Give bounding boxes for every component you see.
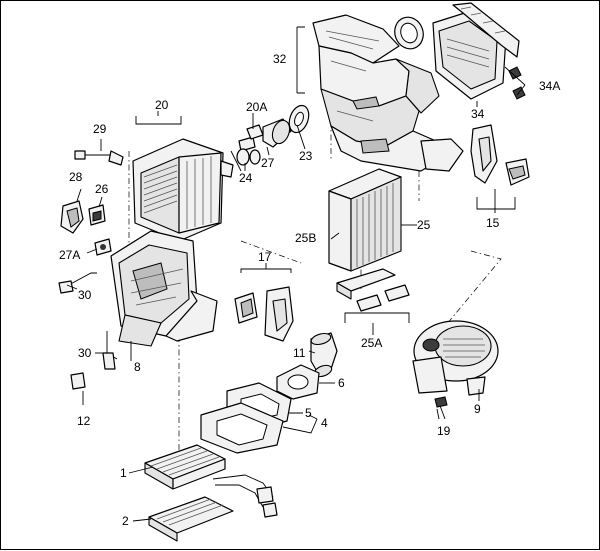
filter-element-2 <box>148 496 234 542</box>
actuator-parts-15 <box>470 124 530 186</box>
clip-12 <box>70 372 86 390</box>
label-15: 15 <box>486 216 500 230</box>
duct-parts-17 <box>234 286 294 342</box>
label-2: 2 <box>122 514 129 528</box>
label-17: 17 <box>258 250 272 264</box>
label-9: 9 <box>474 402 481 416</box>
label-27a: 27A <box>59 248 80 262</box>
label-5: 5 <box>305 406 312 420</box>
label-20: 20 <box>155 98 169 112</box>
label-30-lower: 30 <box>78 346 92 360</box>
blower-motor-9 <box>412 320 499 396</box>
heater-housing-8 <box>110 230 218 347</box>
label-12: 12 <box>77 414 91 428</box>
label-27: 27 <box>261 156 275 170</box>
label-1: 1 <box>120 466 127 480</box>
label-34a: 34A <box>539 79 560 93</box>
label-8: 8 <box>134 360 141 374</box>
screw-19 <box>434 396 448 420</box>
clips-34a <box>508 66 526 100</box>
label-25a: 25A <box>361 336 382 350</box>
label-25: 25 <box>417 218 431 232</box>
temperature-sender-29 <box>74 150 124 166</box>
sensor-30-lower <box>102 331 118 370</box>
gaskets-4-5 <box>200 382 292 454</box>
label-23: 23 <box>299 149 313 163</box>
label-4: 4 <box>321 416 328 430</box>
label-26: 26 <box>95 182 109 196</box>
housing-cover-34 <box>432 2 520 100</box>
seal-ring-top <box>394 16 424 50</box>
part-labels: 32 34 34A 20 20A 29 27 23 24 28 26 15 25… <box>59 52 560 528</box>
label-28: 28 <box>69 170 83 184</box>
label-19: 19 <box>437 424 451 438</box>
label-32: 32 <box>273 52 287 66</box>
pipe-fittings <box>236 104 310 166</box>
label-30-upper: 30 <box>78 288 92 302</box>
label-29: 29 <box>93 122 107 136</box>
dust-pollen-filter-25 <box>328 168 402 272</box>
label-11: 11 <box>293 346 306 360</box>
leader-lines <box>66 26 526 522</box>
seal-6 <box>276 364 320 400</box>
bracket-parts <box>58 200 112 294</box>
filter-frames-25a <box>336 268 410 312</box>
air-distribution-housing-32 <box>312 14 464 172</box>
heat-exchanger-20 <box>132 138 234 242</box>
label-20a: 20A <box>246 100 267 114</box>
label-24: 24 <box>239 171 253 185</box>
label-34: 34 <box>471 107 485 121</box>
evaporator-1 <box>144 444 226 490</box>
label-6: 6 <box>338 376 345 390</box>
refrigerant-pipes <box>212 474 278 518</box>
label-25b: 25B <box>295 231 316 245</box>
